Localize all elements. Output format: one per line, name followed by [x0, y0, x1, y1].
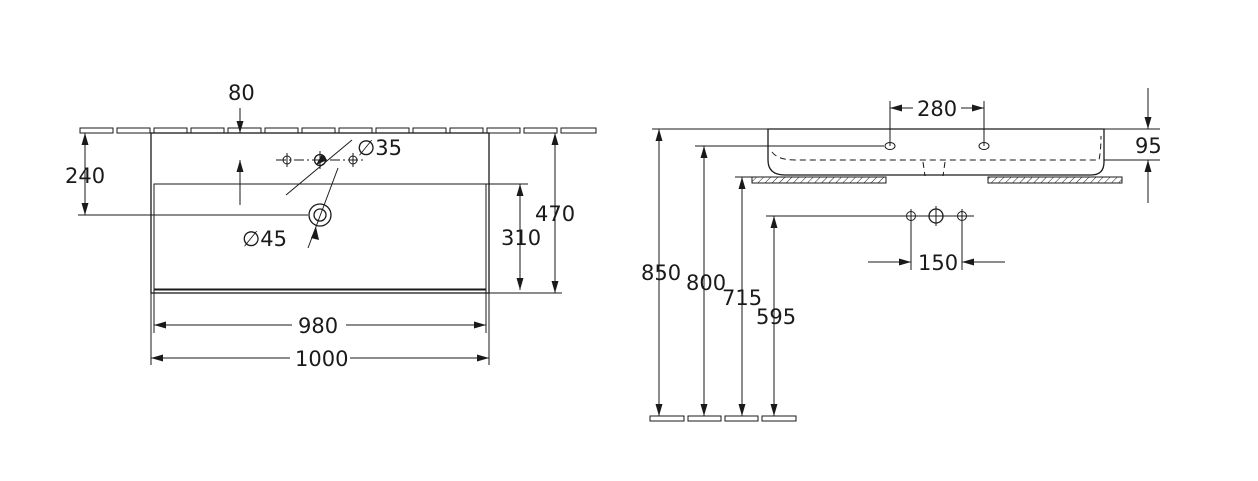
- dimension-595: 595: [756, 215, 974, 416]
- drain-top: [308, 203, 332, 227]
- dimension-715: 715: [722, 176, 762, 416]
- dimension-595-label: 595: [756, 305, 796, 329]
- dimension-150: 150: [868, 222, 1005, 275]
- dimension-470-label: 470: [535, 202, 575, 226]
- diameter-35: ∅35: [285, 136, 402, 196]
- dimension-980: 980: [153, 290, 487, 338]
- dimension-715-label: 715: [722, 286, 762, 310]
- dimension-980-label: 980: [298, 314, 338, 338]
- dimension-240-label: 240: [65, 164, 105, 188]
- floor-side-view: [649, 415, 797, 422]
- tap-holes-wall: [906, 206, 967, 226]
- dimension-800: 800: [686, 145, 884, 416]
- dimension-280: 280: [889, 97, 985, 146]
- wall-top-view: [79, 127, 597, 134]
- side-view: 280 95 850 800: [641, 88, 1162, 422]
- dimension-470: 470: [489, 133, 575, 294]
- dimension-95: 95: [1104, 88, 1162, 203]
- dimension-1000-label: 1000: [295, 347, 348, 371]
- dimension-150-label: 150: [918, 251, 958, 275]
- top-view: 80 240 ∅35 ∅45 470: [65, 81, 597, 371]
- dimension-80-label: 80: [228, 81, 255, 105]
- dimension-95-label: 95: [1135, 134, 1162, 158]
- dimension-800-label: 800: [686, 271, 726, 295]
- basin-outline-top: [150, 132, 490, 294]
- dimension-850-label: 850: [641, 261, 681, 285]
- dimension-1000: 1000: [150, 293, 490, 371]
- dimension-80: 80: [228, 81, 255, 205]
- dimension-310-label: 310: [501, 226, 541, 250]
- diameter-45-label: ∅45: [242, 227, 287, 251]
- basin-profile-side: [767, 128, 1105, 177]
- dimension-280-label: 280: [917, 97, 957, 121]
- dimension-850: 850: [641, 128, 768, 416]
- dimension-310: 310: [486, 183, 541, 290]
- diameter-35-label: ∅35: [357, 136, 402, 160]
- diameter-45: ∅45: [242, 167, 339, 251]
- mounting-rails: [751, 176, 1123, 184]
- dimension-240: 240: [65, 133, 308, 216]
